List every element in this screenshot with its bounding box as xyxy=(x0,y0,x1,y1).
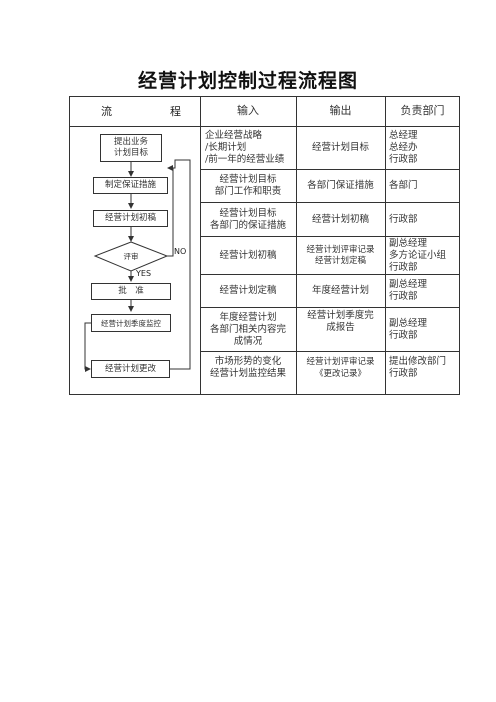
header-output: 输出 xyxy=(329,104,352,117)
row7-department: 提出修改部门 行政部 xyxy=(389,355,447,379)
row2-output: 各部门保证措施 xyxy=(307,180,374,191)
header-flow-left: 流 xyxy=(101,105,112,118)
node-measures: 制定保证措施 xyxy=(93,177,168,194)
row1-input: 企业经营战略 /长期计划 /前一年的经营业绩 xyxy=(205,130,285,165)
row-divider-6 xyxy=(200,351,460,352)
row5-department: 副总经理 行政部 xyxy=(389,279,428,302)
row-divider-1 xyxy=(200,169,460,170)
review-diamond xyxy=(93,241,169,272)
col-divider-flow xyxy=(200,96,201,395)
flowchart-connectors xyxy=(84,159,191,372)
node-approve: 批 准 xyxy=(91,283,171,300)
row-divider-4 xyxy=(200,274,460,275)
arrow-change-to-measures xyxy=(167,159,191,370)
row3-output: 经营计划初稿 xyxy=(311,213,369,225)
row4-input: 经营计划初稿 xyxy=(219,249,277,261)
col-divider-output xyxy=(385,96,386,395)
row5-output: 年度经营计划 xyxy=(311,285,369,296)
header-input: 输入 xyxy=(237,104,259,117)
col-divider-input xyxy=(296,96,297,395)
header-divider xyxy=(69,126,460,127)
row5-input: 经营计划定稿 xyxy=(219,285,277,296)
row1-output: 经营计划目标 xyxy=(311,142,369,153)
row7-output: 经营计划评审记录 《更改记录》 xyxy=(306,356,375,379)
label-yes: YES xyxy=(136,269,152,278)
row6-input: 年度经营计划 各部门相关内容完 成情况 xyxy=(209,311,286,347)
arrow-monitor-to-change xyxy=(84,322,91,372)
row4-department: 副总经理 多方论证小组 行政部 xyxy=(389,237,447,273)
node-draft: 经营计划初稿 xyxy=(93,210,168,227)
row3-department: 行政部 xyxy=(389,213,418,225)
row4-output: 经营计划评审记录 经营计划定稿 xyxy=(306,244,375,266)
row6-output: 经营计划季度完 成报告 xyxy=(307,310,374,333)
table-frame xyxy=(69,96,460,395)
row3-input: 经营计划目标 各部门的保证措施 xyxy=(209,207,286,231)
header-department: 负责部门 xyxy=(400,104,445,117)
arrow-review-no-loop xyxy=(167,168,174,257)
row2-input: 经营计划目标 部门工作和职责 xyxy=(214,174,282,197)
row-divider-3 xyxy=(200,236,460,237)
row-divider-2 xyxy=(200,202,460,203)
header-flow-right: 程 xyxy=(170,105,181,118)
node-propose-goal: 提出业务 计划目标 xyxy=(100,134,162,162)
node-plan-change: 经营计划更改 xyxy=(91,360,170,378)
label-no: NO xyxy=(174,247,187,256)
node-review-label: 评审 xyxy=(123,252,139,261)
process-table: 流 程 输入 输出 负责部门 企业经营战略 /长期计划 /前一年的经营业绩 经营… xyxy=(69,96,460,395)
page-title: 经营计划控制过程流程图 xyxy=(137,70,358,92)
row6-department: 副总经理 行政部 xyxy=(389,317,428,341)
row1-department: 总经理 总经办 行政部 xyxy=(389,130,418,165)
row-divider-5 xyxy=(200,307,460,308)
node-quarterly-monitor: 经营计划季度监控 xyxy=(91,314,171,332)
row7-input: 市场形势的变化 经营计划监控结果 xyxy=(209,355,286,379)
row2-department: 各部门 xyxy=(389,180,418,191)
